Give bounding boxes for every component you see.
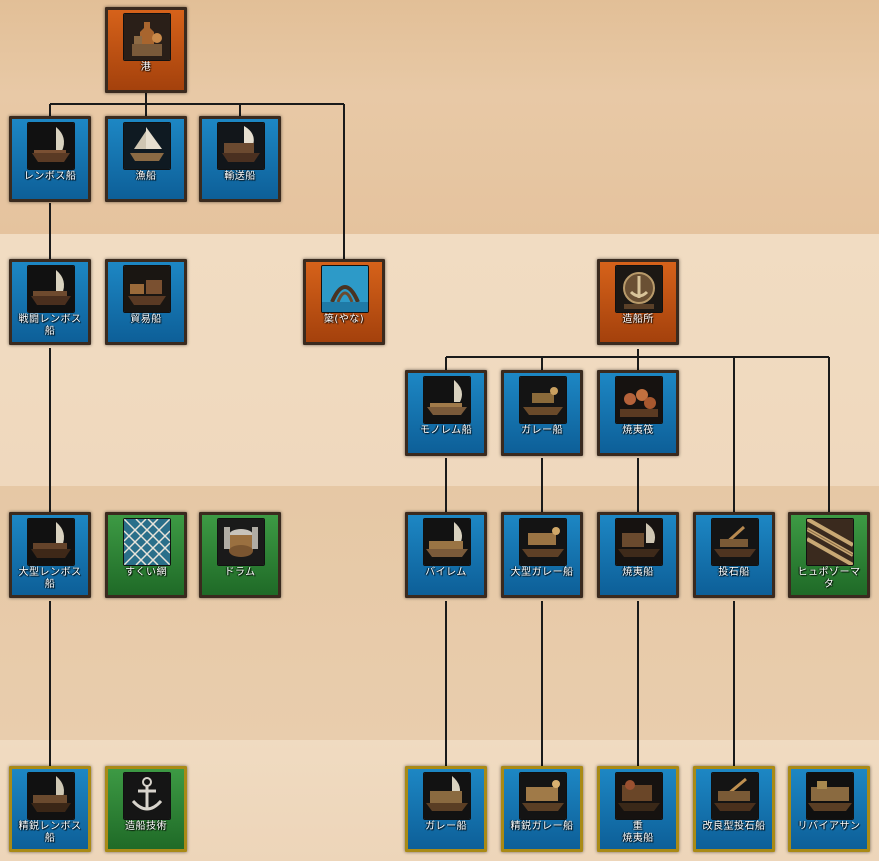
node-label: 重 焼夷船 — [622, 821, 654, 844]
trireme-node[interactable]: ガレー船 — [405, 766, 487, 852]
node-label: 簗(やな) — [323, 314, 365, 325]
harbor-icon — [123, 13, 171, 61]
node-label: 大型ガレー船 — [510, 567, 574, 578]
catapult-ship-node[interactable]: 投石船 — [693, 512, 775, 598]
lembos-node[interactable]: レンボス船 — [9, 116, 91, 202]
scoop-net-icon — [123, 518, 171, 566]
node-label: 大型レンボス 船 — [18, 567, 82, 590]
monoreme-icon — [423, 376, 471, 424]
bireme-icon — [423, 518, 471, 566]
bireme-node[interactable]: バイレム — [405, 512, 487, 598]
node-label: 造船技術 — [125, 821, 167, 832]
node-label: ドラム — [224, 567, 256, 578]
node-label: 焼夷筏 — [622, 425, 654, 436]
node-label: ガレー船 — [425, 821, 467, 832]
war-lembos-node[interactable]: 戦闘レンボス 船 — [9, 259, 91, 345]
transport-ship-node[interactable]: 輸送船 — [199, 116, 281, 202]
elite-galley-icon — [519, 772, 567, 820]
naval-yard-node[interactable]: 造船所 — [597, 259, 679, 345]
drum-icon — [217, 518, 265, 566]
node-label: 精鋭レンボス 船 — [18, 821, 82, 844]
node-label: 漁船 — [135, 171, 157, 182]
fishing-ship-node[interactable]: 漁船 — [105, 116, 187, 202]
lembos-icon — [27, 122, 75, 170]
trade-ship-node[interactable]: 貿易船 — [105, 259, 187, 345]
node-label: 精鋭ガレー船 — [510, 821, 574, 832]
node-label: ガレー船 — [521, 425, 563, 436]
node-label: リバイアサン — [797, 821, 861, 832]
leviathan-node[interactable]: リバイアサン — [788, 766, 870, 852]
scoop-net-node[interactable]: すくい網 — [105, 512, 187, 598]
elite-lembos-icon — [27, 772, 75, 820]
node-label: 造船所 — [622, 314, 654, 325]
heavy-galley-icon — [519, 518, 567, 566]
improved-catapult-ship-node[interactable]: 改良型投石船 — [693, 766, 775, 852]
heavy-galley-node[interactable]: 大型ガレー船 — [501, 512, 583, 598]
node-label: 焼夷船 — [622, 567, 654, 578]
node-label: 港 — [140, 62, 152, 73]
node-label: レンボス船 — [23, 171, 77, 182]
leviathan-icon — [806, 772, 854, 820]
fish-trap-icon — [321, 265, 369, 313]
node-label: 改良型投石船 — [702, 821, 766, 832]
naval-yard-icon — [615, 265, 663, 313]
hypozomata-node[interactable]: ヒュポゾーマ タ — [788, 512, 870, 598]
fire-raft-node[interactable]: 焼夷筏 — [597, 370, 679, 456]
node-label: 投石船 — [718, 567, 750, 578]
elite-lembos-node[interactable]: 精鋭レンボス 船 — [9, 766, 91, 852]
galley-node[interactable]: ガレー船 — [501, 370, 583, 456]
node-label: 輸送船 — [224, 171, 256, 182]
node-label: 貿易船 — [130, 314, 162, 325]
node-label: 戦闘レンボス 船 — [18, 314, 82, 337]
drum-node[interactable]: ドラム — [199, 512, 281, 598]
fishing-ship-icon — [123, 122, 171, 170]
node-label: ヒュポゾーマ タ — [797, 567, 861, 590]
trade-ship-icon — [123, 265, 171, 313]
node-label: バイレム — [425, 567, 467, 578]
heavy-lembos-icon — [27, 518, 75, 566]
trireme-icon — [423, 772, 471, 820]
shipwright-node[interactable]: 造船技術 — [105, 766, 187, 852]
galley-icon — [519, 376, 567, 424]
fire-ship-icon — [615, 518, 663, 566]
harbor-node[interactable]: 港 — [105, 7, 187, 93]
fish-trap-node[interactable]: 簗(やな) — [303, 259, 385, 345]
war-lembos-icon — [27, 265, 75, 313]
hypozomata-icon — [806, 518, 854, 566]
monoreme-node[interactable]: モノレム船 — [405, 370, 487, 456]
catapult-ship-icon — [711, 518, 759, 566]
node-label: モノレム船 — [419, 425, 473, 436]
heavy-fire-ship-icon — [615, 772, 663, 820]
anchor-icon — [123, 772, 171, 820]
fire-ship-node[interactable]: 焼夷船 — [597, 512, 679, 598]
fire-raft-icon — [615, 376, 663, 424]
transport-ship-icon — [217, 122, 265, 170]
heavy-fire-ship-node[interactable]: 重 焼夷船 — [597, 766, 679, 852]
elite-galley-node[interactable]: 精鋭ガレー船 — [501, 766, 583, 852]
heavy-lembos-node[interactable]: 大型レンボス 船 — [9, 512, 91, 598]
improved-catapult-ship-icon — [711, 772, 759, 820]
node-label: すくい網 — [125, 567, 167, 578]
